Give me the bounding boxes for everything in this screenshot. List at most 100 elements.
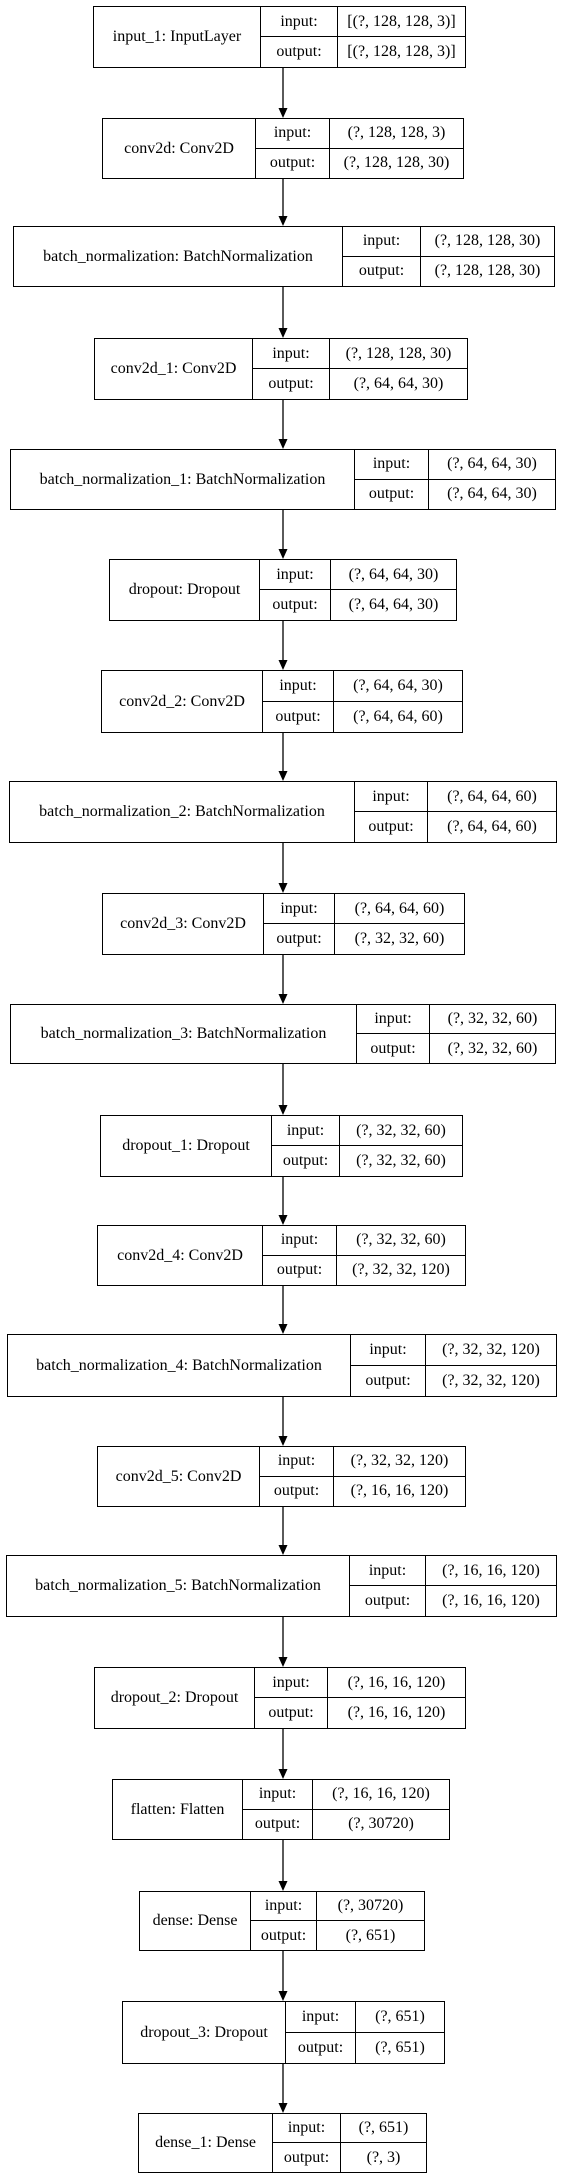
io-table: input:(?, 32, 32, 120)output:(?, 32, 32,… (351, 1335, 556, 1396)
input-shape: (?, 16, 16, 120) (328, 1668, 465, 1698)
layer-node: batch_normalization_3: BatchNormalizatio… (10, 1004, 556, 1064)
layer-name: conv2d_3: Conv2D (103, 894, 264, 954)
output-shape: [(?, 128, 128, 3)] (347, 43, 456, 60)
output-label: output: (273, 2143, 341, 2172)
input-shape: (?, 64, 64, 60) (335, 894, 464, 924)
input-label: input: (260, 1447, 334, 1477)
io-table: input:(?, 651)output:(?, 3) (273, 2114, 426, 2172)
input-label: input: (264, 894, 335, 924)
output-shape: (?, 30720) (348, 1815, 414, 1833)
input-label: input: (243, 1780, 313, 1810)
output-label: output: (264, 924, 335, 954)
output-shape: (?, 64, 64, 30) (348, 596, 439, 613)
output-shape: (?, 651) (375, 2038, 425, 2056)
output-shape: (?, 128, 128, 30) (434, 262, 541, 280)
layer-name: dense_1: Dense (139, 2114, 273, 2172)
output-shape: (?, 64, 64, 30) (447, 485, 537, 503)
output-label: output: (355, 812, 428, 842)
arrowhead-icon (278, 328, 288, 338)
layer-name: conv2d: Conv2D (103, 119, 256, 178)
input-label: input: (357, 1005, 430, 1034)
output-label: output: (256, 148, 330, 178)
input-label: input: (272, 1116, 340, 1146)
input-shape: (?, 64, 64, 60) (428, 782, 556, 812)
arrowhead-icon (278, 1436, 288, 1446)
input-shape: (?, 32, 32, 60) (430, 1005, 555, 1034)
output-shape: (?, 64, 64, 30) (353, 375, 444, 392)
layer-node: batch_normalization_1: BatchNormalizatio… (10, 449, 556, 510)
input-label: input: (253, 339, 330, 369)
layer-name: dropout_1: Dropout (101, 1116, 272, 1176)
output-label: output: (357, 1034, 430, 1063)
arrowhead-icon (278, 994, 288, 1004)
input-shape: (?, 651) (341, 2114, 426, 2143)
input-label: input: (351, 1335, 426, 1366)
arrowhead-icon (278, 1215, 288, 1225)
layer-name: batch_normalization: BatchNormalization (14, 227, 343, 286)
arrowhead-icon (278, 1881, 288, 1891)
input-label: input: (263, 1226, 337, 1256)
io-table: input:(?, 64, 64, 60)output:(?, 64, 64, … (355, 782, 556, 842)
output-shape: (?, 651) (345, 1926, 396, 1944)
output-shape: (?, 16, 16, 120) (442, 1592, 540, 1609)
input-label: input: (343, 227, 421, 257)
output-label: output: (260, 590, 331, 620)
io-table: input:(?, 128, 128, 30)output:(?, 64, 64… (253, 339, 467, 399)
arrowhead-icon (278, 216, 288, 226)
input-shape: (?, 128, 128, 30) (421, 227, 554, 257)
output-shape: (?, 32, 32, 120) (352, 1261, 450, 1279)
layer-node: batch_normalization_5: BatchNormalizatio… (6, 1555, 557, 1617)
io-table: input:(?, 64, 64, 30)output:(?, 64, 64, … (355, 450, 555, 509)
layer-name: flatten: Flatten (113, 1780, 243, 1839)
input-shape: [(?, 128, 128, 3)] (338, 7, 465, 37)
input-label: input: (350, 1556, 426, 1586)
io-table: input:(?, 32, 32, 60)output:(?, 32, 32, … (272, 1116, 462, 1176)
input-shape: (?, 64, 64, 30) (331, 560, 456, 590)
layer-name: dropout_3: Dropout (123, 2002, 286, 2063)
input-shape: (?, 30720) (317, 1892, 424, 1921)
input-shape: (?, 32, 32, 60) (340, 1116, 462, 1146)
input-shape: (?, 64, 64, 30) (429, 450, 555, 480)
layer-name: batch_normalization_2: BatchNormalizatio… (10, 782, 355, 842)
arrowhead-icon (278, 660, 288, 670)
output-label: output: (261, 37, 338, 67)
layer-name: batch_normalization_3: BatchNormalizatio… (11, 1005, 357, 1063)
layer-name: conv2d_1: Conv2D (95, 339, 253, 399)
input-label: input: (255, 1668, 328, 1698)
layer-name: batch_normalization_1: BatchNormalizatio… (11, 450, 355, 509)
output-label: output: (263, 1255, 337, 1285)
arrowhead-icon (278, 2103, 288, 2113)
arrowhead-icon (278, 771, 288, 781)
input-shape: (?, 16, 16, 120) (426, 1556, 556, 1586)
input-label: input: (355, 782, 428, 812)
output-label: output: (350, 1586, 426, 1616)
io-table: input:(?, 64, 64, 60)output:(?, 32, 32, … (264, 894, 464, 954)
output-shape: (?, 64, 64, 60) (447, 818, 537, 835)
layer-name: conv2d_4: Conv2D (98, 1226, 263, 1285)
io-table: input:(?, 128, 128, 3)output:(?, 128, 12… (256, 119, 463, 178)
output-label: output: (255, 1698, 328, 1728)
io-table: input:[(?, 128, 128, 3)]output:[(?, 128,… (261, 7, 465, 67)
input-shape: (?, 128, 128, 3) (330, 119, 463, 149)
input-label: input: (260, 560, 331, 590)
input-label: input: (256, 119, 330, 149)
input-label: input: (273, 2114, 341, 2143)
arrowhead-icon (278, 1991, 288, 2001)
arrowhead-icon (278, 549, 288, 559)
output-label: output: (286, 2032, 356, 2063)
output-label: output: (253, 369, 330, 399)
input-label: input: (263, 671, 334, 702)
output-label: output: (263, 701, 334, 732)
input-label: input: (251, 1892, 317, 1921)
io-table: input:(?, 64, 64, 30)output:(?, 64, 64, … (260, 560, 456, 620)
output-label: output: (355, 479, 429, 509)
layer-name: dropout_2: Dropout (95, 1668, 255, 1728)
